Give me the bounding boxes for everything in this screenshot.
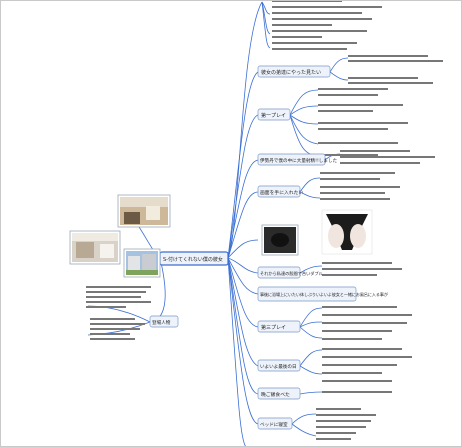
- branch-node[interactable]: 事後に浴場上にいたい体しぶりいよいよ彼女と一緒にお風呂に入る事が: [257, 286, 388, 302]
- branch-label: 晩ご飯食べた: [261, 391, 290, 398]
- branch-label: ベッドに寝室: [260, 421, 288, 428]
- branch-label: 第三プレイ: [261, 324, 286, 331]
- branch-node[interactable]: 晩ご飯食べた: [257, 387, 301, 400]
- branch-label: 事後に浴場上にいたい体しぶりいよいよ彼女と一緒にお風呂に入る事が: [260, 291, 388, 297]
- left-branch-label: 登場人物: [152, 319, 171, 326]
- top-notes: [272, 0, 382, 50]
- branch-label: 伊勢丹で僕の中に大量射精!!しました: [260, 157, 338, 164]
- branch-node[interactable]: 第三プレイ: [257, 320, 301, 333]
- central-node-label: S-付けてくれない僕の彼女: [163, 256, 223, 263]
- left-branch-node[interactable]: 登場人物: [149, 315, 179, 328]
- branch-node[interactable]: ベッドに寝室: [257, 417, 293, 430]
- central-node[interactable]: S-付けてくれない僕の彼女: [159, 251, 229, 266]
- branch-label: いよいよ最後の日: [260, 363, 297, 370]
- kitchen-photo: [69, 230, 121, 265]
- branch-label: 画面を手に入れたい: [260, 189, 303, 196]
- room-photo: [117, 194, 171, 228]
- branch-label: それから私達の股間で合いダブル: [260, 270, 323, 277]
- branch-node[interactable]: 画面を手に入れたい: [257, 185, 303, 198]
- branch-node[interactable]: いよいよ最後の日: [257, 359, 301, 372]
- product-photo: [261, 209, 373, 256]
- branch-node[interactable]: 伊勢丹で僕の中に大量射精!!しました: [257, 153, 338, 166]
- branch-node[interactable]: それから私達の股間で合いダブル: [257, 266, 323, 279]
- building-photo: [123, 248, 161, 278]
- branch-nodes: 彼女の弟達にやった見たい 第一プレイ 伊勢丹で僕の中に大量射精!!しました: [257, 55, 443, 440]
- branch-node[interactable]: 第一プレイ: [257, 108, 291, 121]
- left-notes: [86, 286, 151, 340]
- branch-label: 彼女の弟達にやった見たい: [261, 69, 321, 76]
- branch-node[interactable]: 彼女の弟達にやった見たい: [257, 65, 331, 78]
- branch-label: 第一プレイ: [261, 112, 286, 119]
